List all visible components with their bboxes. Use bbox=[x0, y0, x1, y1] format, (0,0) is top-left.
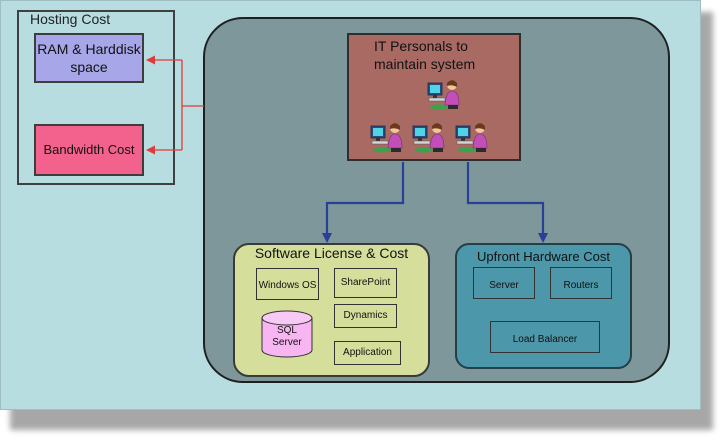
it-person-icon bbox=[427, 79, 460, 110]
routers-box bbox=[550, 267, 612, 299]
server-label: Server bbox=[489, 280, 519, 291]
hosting-cost-group bbox=[17, 10, 175, 185]
dynamics-box bbox=[334, 304, 397, 328]
bandwidth-cost-label: Bandwidth Cost bbox=[43, 142, 135, 157]
hosting-cost-title: Hosting Cost bbox=[30, 11, 111, 27]
dynamics-label: Dynamics bbox=[343, 310, 388, 321]
ram-harddisk-label: RAM & Harddisk space bbox=[37, 41, 141, 75]
sql-server-label: SQL Server bbox=[272, 325, 302, 348]
sharepoint-label: SharePoint bbox=[340, 277, 391, 288]
it-personals-label: IT Personals to maintain system bbox=[374, 38, 476, 72]
windows-os-box bbox=[256, 268, 319, 300]
load-balancer-box bbox=[490, 321, 600, 353]
ram-harddisk-box bbox=[34, 33, 144, 83]
application-label: Application bbox=[343, 347, 392, 358]
bandwidth-cost-box bbox=[34, 124, 144, 176]
hardware-cost-panel bbox=[455, 243, 632, 369]
routers-label: Routers bbox=[563, 280, 599, 291]
server-box bbox=[473, 267, 535, 299]
software-license-title: Software License & Cost bbox=[254, 245, 409, 261]
load-balancer-label: Load Balancer bbox=[512, 334, 578, 345]
sharepoint-box bbox=[334, 268, 397, 298]
arrow-to-software bbox=[322, 162, 405, 243]
hardware-cost-title: Upfront Hardware Cost bbox=[477, 249, 610, 264]
it-person-icon bbox=[455, 122, 488, 153]
it-person-icon bbox=[412, 122, 445, 153]
software-license-panel bbox=[233, 243, 430, 377]
hosting-connector bbox=[146, 55, 204, 155]
arrow-to-hardware bbox=[466, 162, 548, 243]
windows-os-label: Windows OS bbox=[258, 280, 317, 291]
application-box bbox=[334, 341, 401, 365]
sql-server-cylinder-icon bbox=[261, 310, 313, 358]
it-person-icon bbox=[370, 122, 403, 153]
